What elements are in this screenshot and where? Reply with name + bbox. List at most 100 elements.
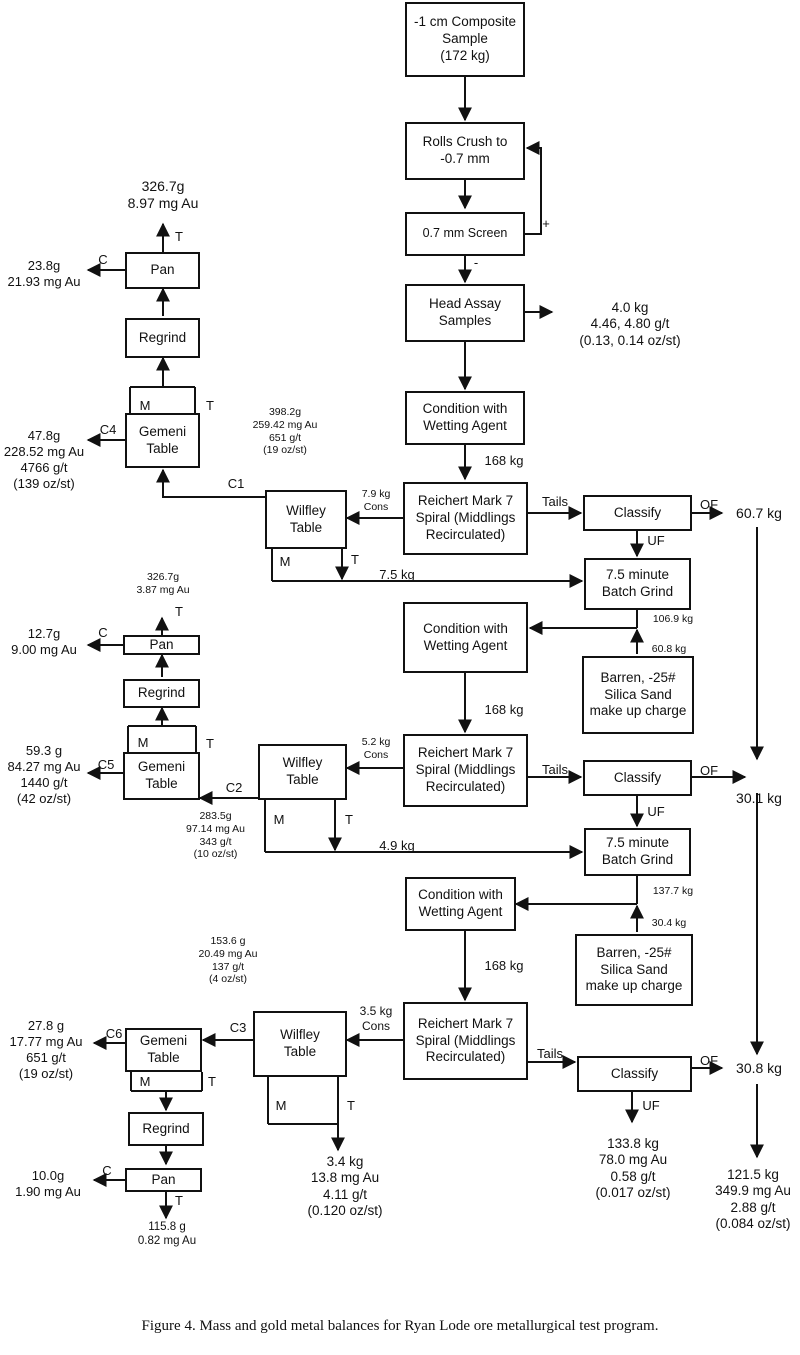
t-label-gem-2: T	[206, 736, 214, 751]
figure-caption: Figure 4. Mass and gold metal balances f…	[141, 1318, 659, 1334]
t-label-gem-1: T	[206, 398, 214, 413]
c4-label: C4	[99, 422, 117, 437]
wilfley-tails-3: 3.4 kg 13.8 mg Au 4.11 g/t (0.120 oz/st)	[307, 1154, 383, 1219]
gemeni-table-box-2: Gemeni Table	[123, 752, 200, 800]
m-label-gem-2: M	[137, 735, 149, 750]
barren-mass-2: 30.4 kg	[651, 917, 687, 929]
uf-label-2: UF	[647, 804, 665, 819]
classify-box-1: Classify	[583, 495, 692, 531]
spiral-box-2: Reichert Mark 7 Spiral (Middlings Recirc…	[403, 734, 528, 807]
t-label-3: T	[347, 1098, 355, 1113]
wilfley-table-box-2: Wilfley Table	[258, 744, 347, 800]
classify-box-3: Classify	[577, 1056, 692, 1092]
rolls-crush-box: Rolls Crush to -0.7 mm	[405, 122, 525, 180]
c-label-pan-2: C	[98, 625, 108, 640]
of-label-1: OF	[699, 497, 719, 512]
screen-box: 0.7 mm Screen	[405, 212, 525, 256]
regrind-box-3: Regrind	[128, 1112, 204, 1146]
pan-box-3: Pan	[125, 1168, 202, 1192]
feed-168-label-3: 168 kg	[484, 958, 524, 973]
tails-label-3: Tails	[536, 1046, 563, 1061]
pan-c-values-2: 12.7g 9.00 mg Au	[11, 626, 77, 657]
t-label-gem-3: T	[208, 1074, 216, 1089]
m-label-1: M	[279, 554, 291, 569]
batch-grind-box-1: 7.5 minute Batch Grind	[584, 558, 691, 610]
pan-t-values-2: 326.7g 3.87 mg Au	[136, 571, 190, 596]
pan-box-2: Pan	[123, 635, 200, 655]
tails-label-1: Tails	[541, 494, 568, 509]
cons-label-3: 3.5 kg Cons	[359, 1004, 393, 1033]
regrind-box-1: Regrind	[125, 318, 200, 358]
pan-box-1: Pan	[125, 252, 200, 289]
pan-t-values-1: 326.7g 8.97 mg Au	[127, 178, 199, 212]
of-label-2: OF	[699, 763, 719, 778]
c3-label: C3	[229, 1020, 247, 1035]
uf-output-3: 133.8 kg 78.0 mg Au 0.58 g/t (0.017 oz/s…	[595, 1136, 671, 1201]
head-assay-output: 4.0 kg 4.46, 4.80 g/t (0.13, 0.14 oz/st)	[579, 300, 681, 348]
c5-label: C5	[97, 757, 115, 772]
regrind-box-2: Regrind	[123, 679, 200, 708]
condition-box-3: Condition with Wetting Agent	[405, 877, 516, 931]
grind-out-1: 106.9 kg	[652, 613, 694, 625]
c2-values: 283.5g 97.14 mg Au 343 g/t (10 oz/st)	[186, 810, 245, 861]
c-label-pan-1: C	[98, 252, 108, 267]
pan-c-values-3: 10.0g 1.90 mg Au	[15, 1168, 81, 1199]
m-label-gem-3: M	[139, 1074, 151, 1089]
total-output: 121.5 kg 349.9 mg Au 2.88 g/t (0.084 oz/…	[715, 1167, 791, 1232]
m-label-gem-1: M	[139, 398, 151, 413]
spiral-box-1: Reichert Mark 7 Spiral (Middlings Recirc…	[403, 482, 528, 555]
mid-label-1: 7.5 kg	[379, 567, 415, 582]
c4-values: 47.8g 228.52 mg Au 4766 g/t (139 oz/st)	[3, 428, 85, 491]
of-mass-3: 30.8 kg	[736, 1060, 782, 1076]
wilfley-table-box-3: Wilfley Table	[253, 1011, 347, 1077]
c-label-pan-3: C	[102, 1163, 112, 1178]
screen-minus-label: -	[473, 255, 479, 270]
c3-values: 153.6 g 20.49 mg Au 137 g/t (4 oz/st)	[198, 935, 258, 986]
t-label-pan-1: T	[175, 229, 183, 244]
classify-box-2: Classify	[583, 760, 692, 796]
arrow-c1	[156, 468, 265, 498]
m-label-3: M	[275, 1098, 287, 1113]
of-label-3: OF	[699, 1053, 719, 1068]
arrow-screen-oversize-recycle	[525, 141, 542, 235]
cons-label-1: 7.9 kg Cons	[361, 488, 391, 513]
barren-box-2: Barren, -25# Silica Sand make up charge	[575, 934, 693, 1006]
wilfley-table-box-1: Wilfley Table	[265, 490, 347, 549]
c2-label: C2	[225, 780, 243, 795]
head-assay-box: Head Assay Samples	[405, 284, 525, 342]
uf-label-3: UF	[642, 1098, 660, 1113]
t-label-2: T	[345, 812, 353, 827]
t-label-pan-3: T	[175, 1193, 183, 1208]
condition-box-2: Condition with Wetting Agent	[403, 602, 528, 673]
pan-c-values-1: 23.8g 21.93 mg Au	[7, 258, 81, 289]
screen-plus-label: +	[542, 216, 550, 231]
of-mass-1: 60.7 kg	[736, 505, 782, 521]
spiral-box-3: Reichert Mark 7 Spiral (Middlings Recirc…	[403, 1002, 528, 1080]
gemeni-table-box-1: Gemeni Table	[125, 413, 200, 468]
c5-values: 59.3 g 84.27 mg Au 1440 g/t (42 oz/st)	[7, 743, 81, 806]
cons-label-2: 5.2 kg Cons	[361, 736, 391, 761]
t-label-pan-2: T	[175, 604, 183, 619]
uf-label-1: UF	[647, 533, 665, 548]
t-label-1: T	[351, 552, 359, 567]
c1-label: C1	[227, 476, 245, 491]
c1-values: 398.2g 259.42 mg Au 651 g/t (19 oz/st)	[252, 406, 318, 457]
feed-168-label-2: 168 kg	[484, 702, 524, 717]
pan-t-values-3: 115.8 g 0.82 mg Au	[137, 1221, 197, 1248]
of-mass-2: 30.1 kg	[736, 790, 782, 806]
c6-values: 27.8 g 17.77 mg Au 651 g/t (19 oz/st)	[9, 1018, 83, 1081]
grind-out-2: 137.7 kg	[652, 885, 694, 897]
condition-box-1: Condition with Wetting Agent	[405, 391, 525, 445]
feed-168-label-1: 168 kg	[484, 453, 524, 468]
composite-sample-box: -1 cm Composite Sample (172 kg)	[405, 2, 525, 77]
barren-mass-1: 60.8 kg	[651, 643, 687, 655]
c6-label: C6	[105, 1026, 123, 1041]
mid-label-2: 4.9 kg	[379, 838, 415, 853]
barren-box-1: Barren, -25# Silica Sand make up charge	[582, 656, 694, 734]
batch-grind-box-2: 7.5 minute Batch Grind	[584, 828, 691, 876]
m-label-2: M	[273, 812, 285, 827]
tails-label-2: Tails	[541, 762, 568, 777]
gemeni-table-box-3: Gemeni Table	[125, 1028, 202, 1072]
